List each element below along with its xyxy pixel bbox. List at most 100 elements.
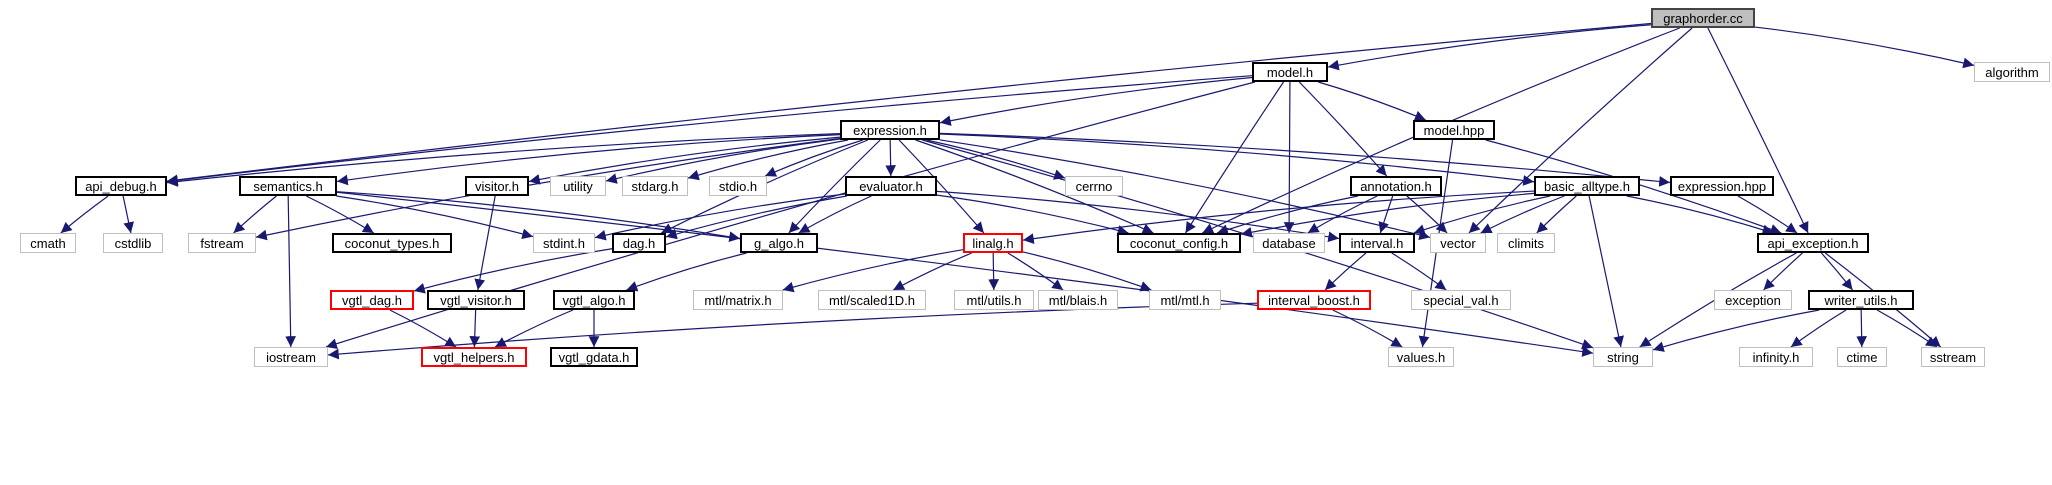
edge-writer-utils-h-to-ctime [1856, 309, 1868, 348]
node-api-exception-h[interactable]: api_exception.h [1757, 233, 1869, 253]
edge-basic-alltype-h-to-climits [1536, 195, 1577, 234]
node-cerrno: cerrno [1065, 176, 1123, 196]
node-graphorder-cc: graphorder.cc [1651, 8, 1755, 28]
node-linalg-h[interactable]: linalg.h [963, 233, 1023, 253]
edge-basic-alltype-h-to-string [1588, 195, 1624, 348]
edge-api-exception-h-to-exception [1763, 252, 1803, 291]
edge-basic-alltype-h-to-api-exception-h [1626, 195, 1774, 235]
edge-model-h-to-model-hpp [1318, 81, 1426, 121]
edge-expression-h-to-expression-hpp [939, 132, 1671, 187]
edge-basic-alltype-h-to-linalg-h [1022, 190, 1535, 244]
edge-semantics-h-to-string [336, 191, 1594, 357]
node-writer-utils-h[interactable]: writer_utils.h [1808, 290, 1914, 310]
edge-annotation-h-to-vector [1406, 195, 1448, 234]
node-sstream: sstream [1921, 347, 1985, 367]
edge-writer-utils-h-to-string [1652, 309, 1820, 352]
edge-semantics-h-to-iostream [285, 195, 297, 348]
edge-basic-alltype-h-to-vector [1480, 195, 1565, 234]
node-expression-h[interactable]: expression.h [840, 120, 940, 140]
edge-graphorder-cc-to-vector [1468, 27, 1693, 234]
node-coconut-types-h[interactable]: coconut_types.h [332, 233, 452, 253]
node-mtl-mtl-h: mtl/mtl.h [1149, 290, 1221, 310]
edge-api-exception-h-to-writer-utils-h [1820, 252, 1854, 291]
node-vgtl-gdata-h[interactable]: vgtl_gdata.h [550, 347, 638, 367]
node-coconut-config-h[interactable]: coconut_config.h [1117, 233, 1241, 253]
edge-graphorder-cc-to-api-exception-h [1707, 27, 1809, 234]
edge-annotation-h-to-interval-h [1378, 195, 1394, 234]
node-vgtl-algo-h[interactable]: vgtl_algo.h [553, 290, 635, 310]
edge-vgtl-dag-h-to-vgtl-helpers-h [389, 309, 457, 348]
edge-model-h-to-expression-h [939, 76, 1253, 126]
node-api-debug-h[interactable]: api_debug.h [75, 176, 167, 196]
edge-expression-h-to-api-debug-h [166, 133, 841, 187]
node-expression-hpp[interactable]: expression.hpp [1670, 176, 1774, 196]
node-mtl-matrix-h: mtl/matrix.h [693, 290, 783, 310]
node-evaluator-h[interactable]: evaluator.h [845, 176, 937, 196]
edge-expression-h-to-evaluator-h [885, 139, 897, 177]
node-vgtl-visitor-h[interactable]: vgtl_visitor.h [427, 290, 525, 310]
node-interval-h[interactable]: interval.h [1339, 233, 1415, 253]
edge-interval-boost-h-to-iostream [327, 302, 1258, 360]
node-stdio-h: stdio.h [709, 176, 767, 196]
edge-annotation-h-to-database [1307, 195, 1378, 234]
edge-graphorder-cc-to-api-debug-h [166, 22, 1652, 186]
edge-interval-boost-h-to-values-h [1332, 309, 1403, 348]
edge-writer-utils-h-to-sstream [1876, 309, 1938, 348]
node-infinity-h: infinity.h [1739, 347, 1813, 367]
edge-semantics-h-to-coconut-types-h [305, 195, 375, 234]
edge-evaluator-h-to-dag-h [665, 195, 847, 240]
edge-graphorder-cc-to-model-h [1327, 24, 1652, 71]
edge-expression-h-to-stdarg-h [687, 139, 849, 181]
edge-expression-h-to-coconut-config-h [915, 139, 1154, 234]
node-stdint-h: stdint.h [533, 233, 595, 253]
node-visitor-h[interactable]: visitor.h [465, 176, 529, 196]
edge-expression-h-to-g-algo-h [788, 139, 881, 234]
edge-linalg-h-to-mtl-scaled1D-h [892, 252, 972, 291]
edge-basic-alltype-h-to-interval-h [1413, 195, 1551, 235]
edge-expression-h-to-fstream [255, 137, 841, 241]
node-model-hpp[interactable]: model.hpp [1413, 120, 1495, 140]
node-cmath: cmath [20, 233, 76, 253]
edge-writer-utils-h-to-infinity-h [1790, 309, 1847, 348]
node-database: database [1253, 233, 1325, 253]
edge-expression-h-to-stdio-h [764, 139, 864, 177]
node-exception: exception [1714, 290, 1792, 310]
edge-dag-h-to-vgtl-dag-h [413, 248, 613, 294]
node-vgtl-helpers-h[interactable]: vgtl_helpers.h [421, 347, 527, 367]
node-ctime: ctime [1837, 347, 1887, 367]
edge-graphorder-cc-to-algorithm [1754, 26, 1975, 69]
node-fstream: fstream [188, 233, 256, 253]
node-annotation-h[interactable]: annotation.h [1350, 176, 1442, 196]
node-stdarg-h: stdarg.h [622, 176, 688, 196]
node-vector: vector [1430, 233, 1486, 253]
node-semantics-h[interactable]: semantics.h [239, 176, 337, 196]
node-algorithm: algorithm [1974, 62, 2050, 82]
node-iostream: iostream [254, 347, 328, 367]
node-basic-alltype-h[interactable]: basic_alltype.h [1534, 176, 1640, 196]
edge-expression-h-to-cerrno [926, 139, 1066, 180]
node-string: string [1593, 347, 1653, 367]
edge-evaluator-h-to-stdint-h [594, 193, 846, 241]
node-model-h[interactable]: model.h [1252, 62, 1328, 82]
edge-g-algo-h-to-vgtl-algo-h [626, 252, 747, 292]
edge-semantics-h-to-fstream [233, 195, 277, 234]
node-mtl-scaled1D-h: mtl/scaled1D.h [818, 290, 926, 310]
node-dag-h[interactable]: dag.h [612, 233, 666, 253]
node-vgtl-dag-h[interactable]: vgtl_dag.h [330, 290, 414, 310]
edge-linalg-h-to-mtl-blais-h [1007, 252, 1064, 291]
node-mtl-blais-h: mtl/blais.h [1038, 290, 1118, 310]
node-climits: climits [1497, 233, 1555, 253]
edge-model-h-to-coconut-config-h [1184, 81, 1285, 234]
node-values-h: values.h [1388, 347, 1454, 367]
edge-linalg-h-to-mtl-utils-h [988, 252, 1000, 291]
node-g-algo-h[interactable]: g_algo.h [740, 233, 818, 253]
edge-linalg-h-to-mtl-mtl-h [1022, 251, 1152, 292]
edge-basic-alltype-h-to-coconut-config-h [1240, 192, 1535, 238]
edge-annotation-h-to-coconut-config-h [1216, 195, 1359, 235]
node-interval-boost-h[interactable]: interval_boost.h [1257, 290, 1371, 310]
node-special-val-h: special_val.h [1411, 290, 1511, 310]
edge-semantics-h-to-g-algo-h [336, 191, 741, 243]
edge-evaluator-h-to-coconut-config-h [936, 194, 1129, 236]
